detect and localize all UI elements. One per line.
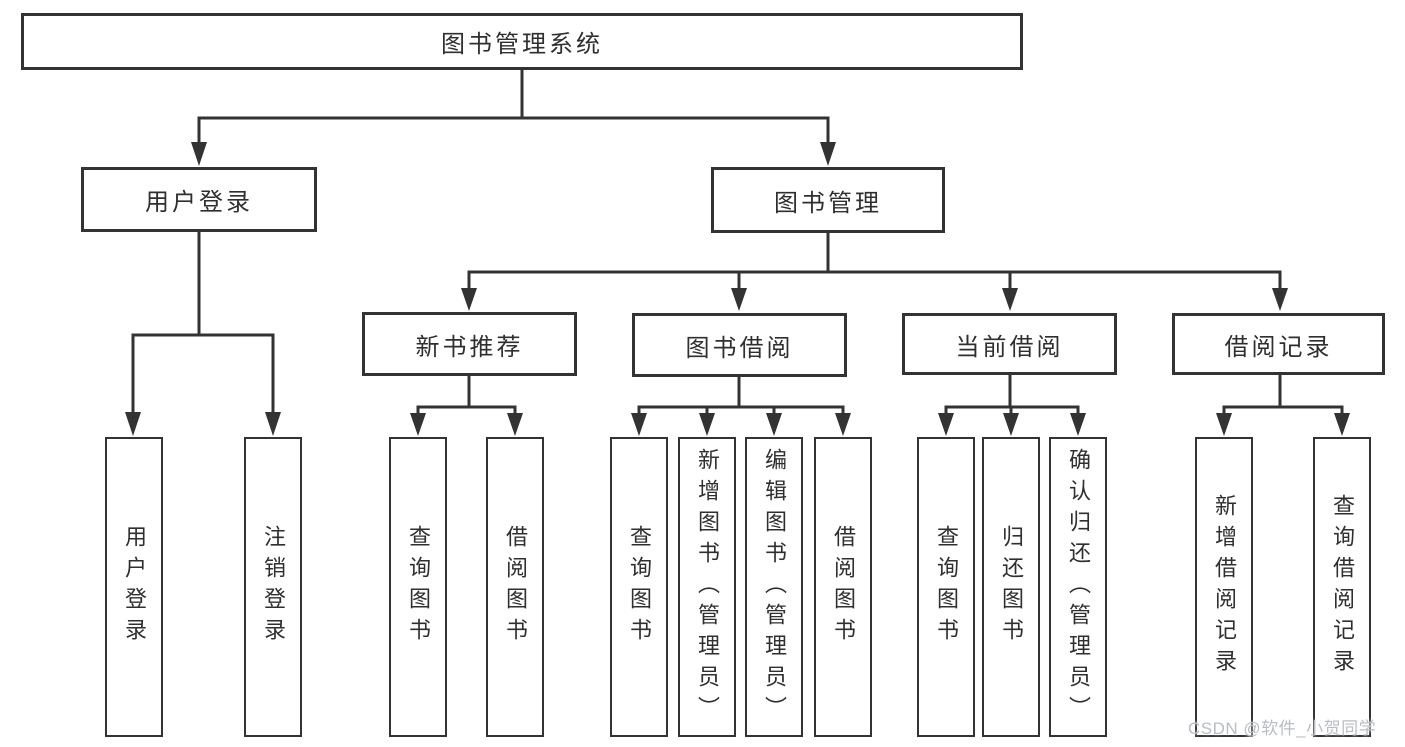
node-label: 注销登录 (261, 525, 286, 649)
node-label: 新增借阅记录 (1212, 494, 1237, 680)
node-label: 编辑图书（管理员） (762, 447, 787, 727)
node-label: 用户登录 (145, 189, 253, 216)
node-label: 图书借阅 (685, 334, 794, 362)
node-add-books-admin: 新增图书（管理员） (678, 437, 736, 737)
node-label: 图书管理系统 (441, 31, 603, 58)
node-confirm-return-admin: 确认归还（管理员） (1049, 437, 1107, 737)
node-label: 借阅图书 (831, 525, 856, 649)
node-label: 确认归还（管理员） (1066, 447, 1091, 727)
node-label: 查询图书 (627, 525, 652, 649)
node-book-management: 图书管理 (711, 167, 945, 233)
connector-book-management-sections (461, 231, 1288, 311)
node-user-login-branch: 用户登录 (81, 167, 317, 232)
node-borrow-books-recommend: 借阅图书 (486, 437, 544, 737)
watermark-csdn: CSDN @软件_小贺同学 (1188, 719, 1377, 738)
node-label: 借阅记录 (1224, 333, 1333, 361)
node-label: 当前借阅 (955, 333, 1064, 361)
connector-new-book-recommend-children (410, 374, 523, 436)
connector-current-borrowing-children (938, 373, 1086, 436)
connector-root-to-level2 (191, 68, 836, 166)
node-library-management-system: 图书管理系统 (21, 13, 1023, 70)
node-query-books-current: 查询图书 (917, 437, 975, 737)
node-label: 新增图书（管理员） (695, 447, 720, 727)
node-query-books-borrowing: 查询图书 (610, 437, 668, 737)
node-label: 用户登录 (122, 525, 147, 649)
connector-user-login-children (125, 230, 281, 436)
node-user-login: 用户登录 (105, 437, 163, 737)
node-label: 查询图书 (934, 525, 959, 649)
node-add-borrow-record: 新增借阅记录 (1195, 437, 1253, 737)
node-query-books-recommend: 查询图书 (389, 437, 447, 737)
node-label: 归还图书 (999, 525, 1024, 649)
node-query-borrow-record: 查询借阅记录 (1313, 437, 1371, 737)
node-label: 借阅图书 (503, 525, 528, 649)
node-logout-login: 注销登录 (244, 437, 302, 737)
node-label: 图书管理 (774, 189, 882, 217)
node-current-borrowing: 当前借阅 (902, 313, 1117, 375)
node-label: 查询借阅记录 (1330, 494, 1355, 680)
node-borrowing-records: 借阅记录 (1172, 313, 1385, 375)
node-label: 查询图书 (406, 525, 431, 649)
node-return-books: 归还图书 (982, 437, 1040, 737)
connector-book-borrowing-children (631, 375, 851, 436)
node-edit-books-admin: 编辑图书（管理员） (745, 437, 803, 737)
node-book-borrowing: 图书借阅 (632, 313, 847, 377)
node-new-book-recommend: 新书推荐 (362, 312, 577, 376)
node-borrow-books-borrowing: 借阅图书 (814, 437, 872, 737)
node-label: 新书推荐 (415, 333, 524, 361)
connector-borrowing-records-children (1216, 373, 1350, 436)
